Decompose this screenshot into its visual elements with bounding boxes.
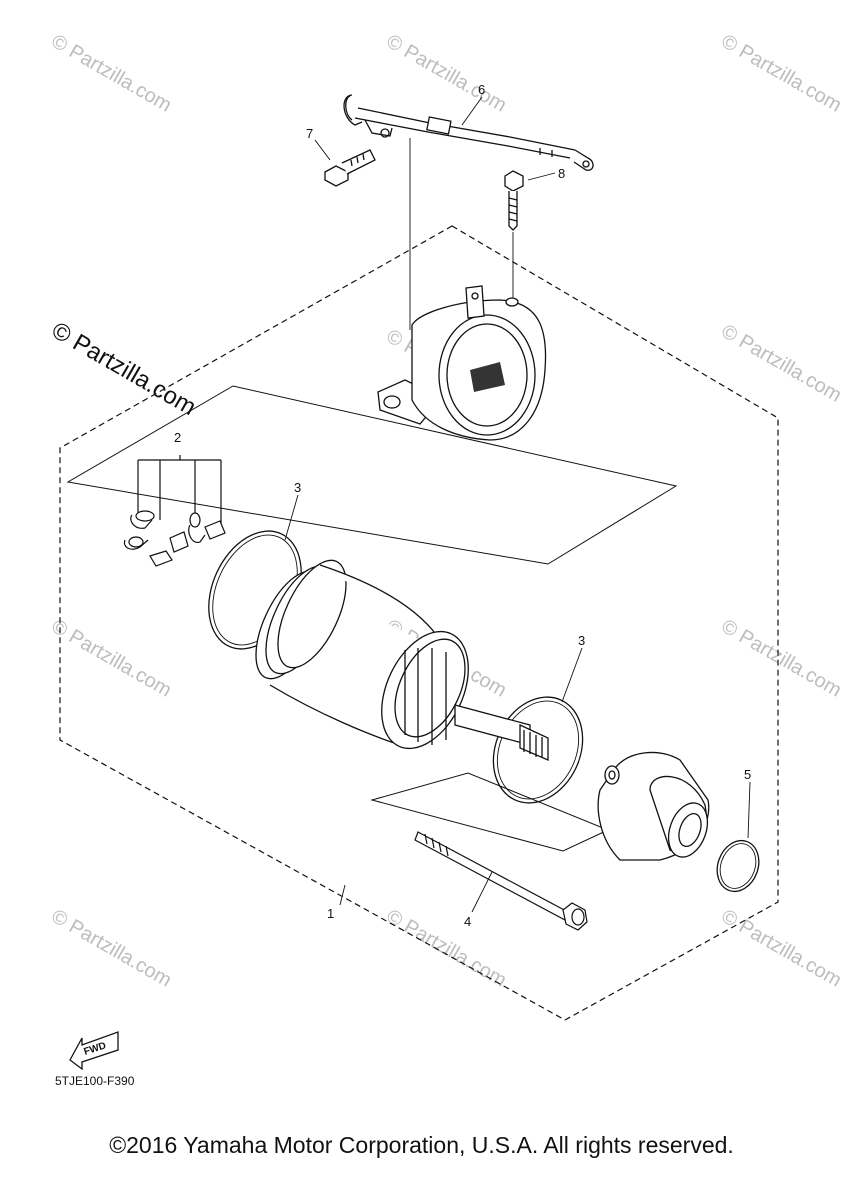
callout-part-1: 1 bbox=[327, 906, 334, 921]
diagram-code: 5TJE100-F390 bbox=[55, 1074, 135, 1088]
brush-group-box bbox=[66, 385, 678, 565]
o-ring-part-5 bbox=[716, 839, 760, 893]
watermark: © Partzilla.com bbox=[718, 615, 843, 701]
starter-lead bbox=[343, 94, 594, 171]
bolt-group-box bbox=[370, 772, 610, 852]
watermark: © Partzilla.com bbox=[48, 615, 176, 701]
o-ring-part-5-inner bbox=[719, 843, 757, 889]
main-watermark: © Partzilla.com bbox=[47, 317, 201, 421]
brush-set-part-2 bbox=[123, 455, 226, 567]
watermark: © Partzilla.com bbox=[718, 30, 843, 116]
starter-armature bbox=[255, 559, 549, 761]
watermark: © Partzilla.com bbox=[718, 905, 843, 991]
callout-part-4: 4 bbox=[464, 914, 471, 929]
watermark: © Partzilla.com bbox=[48, 905, 176, 991]
callout-leaders bbox=[284, 96, 751, 913]
bolt-part-7 bbox=[324, 149, 376, 187]
callout-part-8: 8 bbox=[558, 166, 565, 181]
watermark: © Partzilla.com bbox=[383, 30, 511, 116]
through-bolt-part-4 bbox=[414, 831, 588, 931]
watermark: © Partzilla.com bbox=[48, 30, 176, 116]
callout-part-7: 7 bbox=[306, 126, 313, 141]
callout-part-6: 6 bbox=[478, 82, 485, 97]
copyright-notice: ©2016 Yamaha Motor Corporation, U.S.A. A… bbox=[109, 1132, 734, 1158]
callout-part-3-front: 3 bbox=[578, 633, 585, 648]
front-cover bbox=[597, 751, 710, 861]
assembly-boundary bbox=[59, 225, 779, 1021]
starter-rear-housing bbox=[377, 285, 547, 441]
callout-part-3-rear: 3 bbox=[294, 480, 301, 495]
callout-part-5: 5 bbox=[744, 767, 751, 782]
fwd-arrow-icon: FWD bbox=[69, 1031, 119, 1071]
callout-part-2: 2 bbox=[174, 430, 181, 445]
screw-part-8 bbox=[504, 170, 524, 231]
